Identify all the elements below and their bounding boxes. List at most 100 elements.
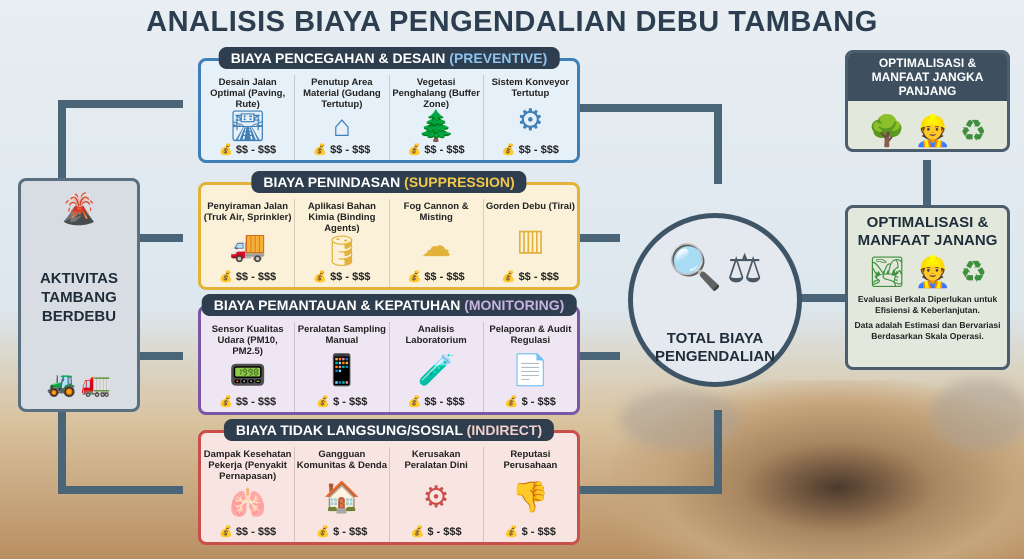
- cost-item: Desain Jalan Optimal (Paving, Rute) 🛣 💰 …: [201, 75, 296, 160]
- benefit-evaluation-box: OPTIMALISASI & MANFAAT JANANG 🏞 👷 ♻ Eval…: [845, 205, 1010, 370]
- cost-item-label: Vegetasi Penghalang (Buffer Zone): [392, 77, 480, 110]
- arrow-connector: [580, 234, 620, 242]
- dust-cloud: [620, 390, 740, 450]
- total-label: TOTAL BIAYA PENGENDALIAN: [654, 330, 775, 365]
- cost-item-label: Fog Cannon & Misting: [403, 201, 469, 223]
- category-suppression: BIAYA PENINDASAN (SUPPRESSION) Penyirama…: [198, 171, 580, 290]
- cost-item-label: Peralatan Sampling Manual: [297, 324, 386, 346]
- arrow-connector: [58, 100, 66, 180]
- magnifier-coins-icon: 🔍: [667, 243, 723, 292]
- arrow-connector: [800, 294, 847, 302]
- arrow-connector: [714, 104, 722, 184]
- arrow-connector: [923, 160, 931, 206]
- water-truck-icon: 🚚: [228, 229, 267, 263]
- cost-range: $$ - $$$: [235, 144, 277, 156]
- dust-cloud: [930, 380, 1024, 450]
- money-bag-icon: 💰: [504, 396, 519, 408]
- cost-range: $$ - $$$: [235, 396, 277, 408]
- balance-scale-icon: ⚖: [726, 247, 763, 291]
- money-bag-icon: 💰: [313, 271, 327, 283]
- category-tag: (PREVENTIVE): [449, 50, 548, 66]
- cost-item: Peralatan Sampling Manual 📱 💰 $ - $$$: [295, 322, 390, 412]
- document-icon: 📄: [511, 353, 550, 387]
- lungs-doctor-icon: 🫁: [228, 486, 267, 520]
- money-bag-icon: 💰: [407, 271, 422, 283]
- cost-item: Penutup Area Material (Gudang Tertutup) …: [295, 75, 390, 160]
- category-tag: (INDIRECT): [466, 422, 543, 438]
- benefit-bottom-title: OPTIMALISASI & MANFAAT JANANG: [857, 214, 998, 249]
- recycle-icon: ♻: [959, 115, 987, 148]
- money-bag-icon: 💰: [219, 526, 233, 538]
- cost-item: Sistem Konveyor Tertutup ⚙ 💰 $$ - $$$: [484, 75, 577, 160]
- cost-item-label: Kerusakan Peralatan Dini: [404, 449, 468, 471]
- category-title: BIAYA PENCEGAHAN & DESAIN: [230, 50, 446, 66]
- road-map-icon: 🛣: [228, 109, 267, 143]
- cost-range: $ - $$$: [427, 526, 462, 538]
- cost-range: $ - $$$: [521, 396, 556, 408]
- recycle-icon: ♻: [960, 256, 988, 289]
- nature-icon: 🏞: [867, 256, 907, 289]
- arrow-connector: [580, 104, 720, 112]
- cost-range: $$ - $$$: [235, 271, 277, 283]
- cost-item-label: Penyiraman Jalan (Truk Air, Sprinkler): [203, 201, 292, 223]
- arrow-connector: [58, 486, 183, 494]
- chemical-barrel-icon: 🛢: [322, 235, 361, 268]
- cost-item: Kerusakan Peralatan Dini ⚙ 💰 $ - $$$: [390, 447, 484, 542]
- conveyor-icon: ⚙: [516, 104, 544, 137]
- cost-range: $$ - $$$: [235, 526, 277, 538]
- cost-range: $$ - $$$: [518, 144, 559, 156]
- cost-range: $$ - $$$: [424, 396, 465, 408]
- money-bag-icon: 💰: [219, 271, 233, 283]
- benefit-top-title: OPTIMALISASI & MANFAAT JANGKA PANJANG: [848, 53, 1007, 101]
- cost-range: $ - $$$: [521, 526, 556, 538]
- category-title: BIAYA PEMANTAUAN & KEPATUHAN: [213, 297, 461, 313]
- category-preventive: BIAYA PENCEGAHAN & DESAIN (PREVENTIVE) D…: [198, 47, 580, 163]
- arrow-connector: [580, 486, 720, 494]
- cost-item: Sensor Kualitas Udara (PM10, PM2.5) 📟 💰 …: [201, 322, 296, 412]
- arrow-connector: [140, 352, 183, 360]
- category-tag: (SUPPRESSION): [404, 174, 515, 190]
- cost-item: Analisis Laboratorium 🧪 💰 $$ - $$$: [390, 322, 484, 412]
- total-cost-node: 🔍 ⚖ TOTAL BIAYA PENGENDALIAN: [628, 213, 802, 387]
- arrow-connector: [580, 352, 620, 360]
- cost-range: $$ - $$$: [330, 144, 371, 156]
- handheld-device-icon: 📱: [323, 353, 361, 387]
- category-title: BIAYA TIDAK LANGSUNG/SOSIAL: [235, 422, 463, 438]
- evaluation-note: Evaluasi Berkala Diperlukan untuk Efisie…: [857, 294, 998, 315]
- money-bag-icon: 💰: [407, 144, 422, 156]
- cost-item-label: Aplikasi Bahan Kimia (Binding Agents): [307, 201, 376, 234]
- cost-range: $$ - $$$: [330, 271, 371, 283]
- volcano-blast-icon: 🌋: [60, 193, 98, 226]
- cost-range: $$ - $$$: [424, 271, 465, 283]
- trees-icon: 🌲: [417, 109, 455, 143]
- category-header: BIAYA PENCEGAHAN & DESAIN (PREVENTIVE): [218, 47, 560, 69]
- dump-truck-icon: 🚛: [81, 371, 112, 398]
- cost-item-label: Penutup Area Material (Gudang Tertutup): [303, 77, 381, 110]
- cost-item: Gangguan Komunitas & Denda 🏠 💰 $ - $$$: [295, 447, 390, 542]
- fog-cannon-icon: ☁: [421, 229, 452, 263]
- cost-item-label: Reputasi Perusahaan: [503, 449, 558, 471]
- cost-item: Pelaporan & Audit Regulasi 📄 💰 $ - $$$: [484, 322, 577, 412]
- category-indirect: BIAYA TIDAK LANGSUNG/SOSIAL (INDIRECT) D…: [198, 419, 580, 545]
- estimate-disclaimer: Data adalah Estimasi dan Bervariasi Berd…: [854, 320, 1001, 341]
- worker-plus-icon: 👷: [914, 115, 952, 148]
- money-bag-icon: 💰: [313, 144, 327, 156]
- arrow-connector: [58, 410, 66, 492]
- broken-gears-icon: ⚙: [422, 481, 450, 514]
- arrow-connector: [714, 410, 722, 494]
- cost-item-label: Analisis Laboratorium: [405, 324, 467, 346]
- house-gavel-icon: 🏠: [323, 481, 361, 514]
- excavator-icon: 🚜: [46, 371, 77, 398]
- hands-nature-icon: 🌳: [868, 115, 906, 148]
- money-bag-icon: 💰: [501, 144, 516, 156]
- cost-range: $ - $$$: [333, 526, 368, 538]
- benefit-long-term-box: OPTIMALISASI & MANFAAT JANGKA PANJANG 🌳 …: [845, 50, 1010, 152]
- money-bag-icon: 💰: [219, 144, 233, 156]
- cost-range: $$ - $$$: [518, 271, 559, 283]
- cost-range: $$ - $$$: [424, 144, 465, 156]
- money-bag-icon: 💰: [410, 526, 425, 538]
- test-tubes-icon: 🧪: [417, 353, 455, 387]
- category-header: BIAYA TIDAK LANGSUNG/SOSIAL (INDIRECT): [223, 419, 555, 441]
- cost-item-label: Gorden Debu (Tirai): [485, 201, 575, 212]
- cost-range: $ - $$$: [333, 396, 368, 408]
